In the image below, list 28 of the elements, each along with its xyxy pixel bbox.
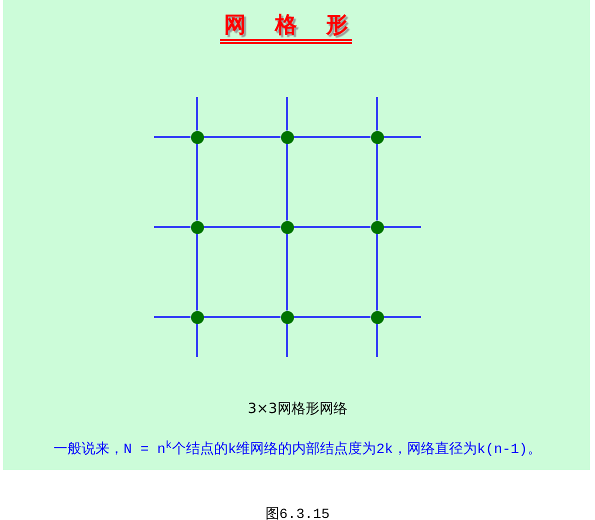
network-subtitle: 3×3网格形网络 (248, 401, 348, 417)
grid-line (384, 226, 421, 228)
grid-line (286, 97, 288, 130)
grid-line (294, 226, 370, 228)
grid-line (204, 316, 280, 318)
grid-line (286, 324, 288, 357)
figure-caption: 图6.3.15 (265, 507, 330, 520)
grid-line (294, 316, 370, 318)
grid-line (196, 97, 198, 130)
grid-line (286, 234, 288, 310)
grid-line (376, 234, 378, 310)
grid-line (154, 136, 190, 138)
grid-line (196, 324, 198, 357)
grid-line (294, 136, 370, 138)
grid-line (204, 226, 280, 228)
grid-line (376, 324, 378, 357)
description-text: 一般说来，N = n$^{k}$个结点的k维网络的内部结点度为2k，网络直径为k(n-1)。 (54, 442, 542, 458)
grid-line (376, 97, 378, 130)
grid-line (196, 234, 198, 310)
grid-line (376, 144, 378, 220)
grid-line (154, 316, 190, 318)
grid-line (154, 226, 190, 228)
grid-line (384, 316, 421, 318)
title-text: 网格形 (220, 12, 352, 44)
grid-line (286, 144, 288, 220)
grid-line (196, 144, 198, 220)
grid-line (204, 136, 280, 138)
grid-line (384, 136, 421, 138)
